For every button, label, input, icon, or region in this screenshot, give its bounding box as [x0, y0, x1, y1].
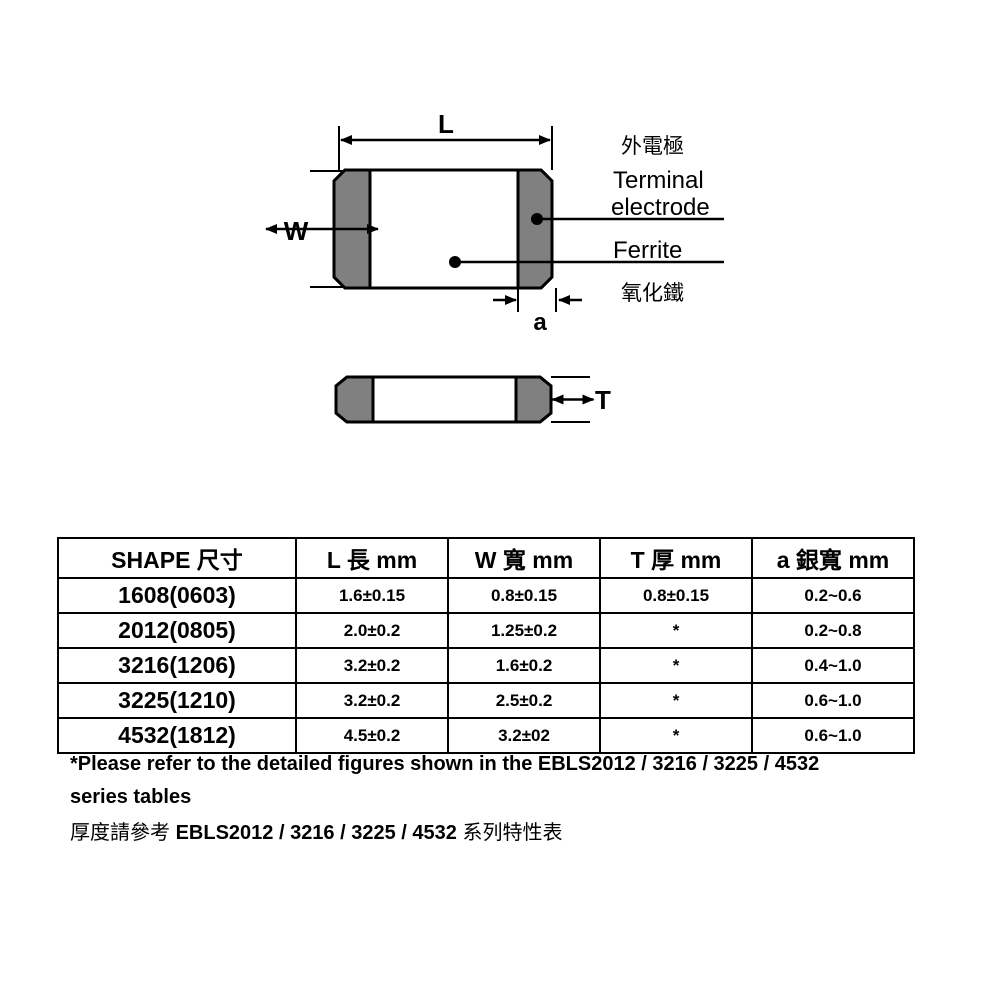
cell-length: 3.2±0.2: [295, 682, 449, 719]
table-row: 3225(1210) 3.2±0.2 2.5±0.2 * 0.6~1.0: [57, 682, 915, 719]
col-header-band: a 銀寬 mm: [751, 537, 915, 579]
note-english-line1: *Please refer to the detailed figures sh…: [70, 753, 820, 775]
col-header-band-text: a 銀寬 mm: [776, 547, 890, 573]
table-row: 1608(0603) 1.6±0.15 0.8±0.15 0.8±0.15 0.…: [57, 577, 915, 614]
cell-band: 0.2~0.8: [751, 612, 915, 649]
note-chinese: 厚度請參考 EBLS2012 / 3216 / 3225 / 4532 系列特性…: [70, 816, 950, 850]
note-english-line2: series tables: [70, 786, 192, 808]
col-header-thickness-text: T 厚 mm: [630, 547, 722, 573]
side-right-electrode: [514, 375, 553, 424]
label-T: T: [595, 385, 611, 415]
table-row: 3216(1206) 3.2±0.2 1.6±0.2 * 0.4~1.0: [57, 647, 915, 684]
cell-thickness: 0.8±0.15: [599, 577, 753, 614]
col-header-length-text: L 長 mm: [326, 547, 418, 573]
note-chinese-prefix: 厚度請參考: [70, 822, 176, 844]
cell-thickness: *: [599, 682, 753, 719]
cell-width: 1.6±0.2: [447, 647, 601, 684]
cell-thickness: *: [599, 612, 753, 649]
label-W: W: [284, 216, 309, 246]
cell-shape: 3225(1210): [57, 682, 297, 719]
cell-length: 3.2±0.2: [295, 647, 449, 684]
callout-ferrite-en: Ferrite: [613, 237, 682, 264]
table-row: 2012(0805) 2.0±0.2 1.25±0.2 * 0.2~0.8: [57, 612, 915, 649]
cell-width: 1.25±0.2: [447, 612, 601, 649]
spec-table-container: SHAPE 尺寸 L 長 mm W 寬 mm T 厚 mm a 銀寬 mm 16…: [57, 537, 915, 754]
table-header-row: SHAPE 尺寸 L 長 mm W 寬 mm T 厚 mm a 銀寬 mm: [57, 537, 915, 579]
component-dimension-figure: L W a 外電極 Terminal electrode Ferrite 氧化鐵: [265, 109, 724, 424]
cell-shape: 1608(0603): [57, 577, 297, 614]
cell-length: 2.0±0.2: [295, 612, 449, 649]
callout-terminal-en-line1: Terminal: [613, 167, 704, 194]
figure-svg: L W a 外電極 Terminal electrode Ferrite 氧化鐵: [265, 109, 724, 424]
note-chinese-suffix: 系列特性表: [456, 822, 563, 844]
col-header-shape-text: SHAPE 尺寸: [111, 547, 243, 573]
col-header-width: W 寬 mm: [447, 537, 601, 579]
callout-terminal-en-line2: electrode: [611, 194, 710, 221]
callout-terminal-zh: 外電極: [621, 135, 684, 158]
label-L: L: [438, 109, 454, 139]
cell-shape: 4532(1812): [57, 717, 297, 754]
footnotes: *Please refer to the detailed figures sh…: [70, 748, 950, 850]
cell-width: 2.5±0.2: [447, 682, 601, 719]
side-left-electrode: [334, 375, 375, 424]
cell-band: 0.6~1.0: [751, 682, 915, 719]
col-header-shape: SHAPE 尺寸: [57, 537, 297, 579]
col-header-length: L 長 mm: [295, 537, 449, 579]
callout-ferrite-zh: 氧化鐵: [621, 282, 684, 305]
side-view-group: T: [334, 375, 611, 424]
cell-length: 4.5±0.2: [295, 717, 449, 754]
note-chinese-bold: EBLS2012 / 3216 / 3225 / 4532: [175, 822, 457, 844]
cell-thickness: *: [599, 647, 753, 684]
cell-band: 0.2~0.6: [751, 577, 915, 614]
cell-band: 0.6~1.0: [751, 717, 915, 754]
label-a: a: [533, 309, 547, 336]
cell-thickness: *: [599, 717, 753, 754]
table-row: 4532(1812) 4.5±0.2 3.2±02 * 0.6~1.0: [57, 717, 915, 754]
cell-length: 1.6±0.15: [295, 577, 449, 614]
top-view-group: L W a 外電極 Terminal electrode Ferrite 氧化鐵: [265, 109, 724, 336]
cell-shape: 2012(0805): [57, 612, 297, 649]
cell-width: 3.2±02: [447, 717, 601, 754]
cell-band: 0.4~1.0: [751, 647, 915, 684]
cell-shape: 3216(1206): [57, 647, 297, 684]
dimensions-table: SHAPE 尺寸 L 長 mm W 寬 mm T 厚 mm a 銀寬 mm 16…: [57, 537, 915, 754]
right-terminal-electrode: [516, 168, 554, 290]
col-header-width-text: W 寬 mm: [474, 547, 574, 573]
col-header-thickness: T 厚 mm: [599, 537, 753, 579]
cell-width: 0.8±0.15: [447, 577, 601, 614]
